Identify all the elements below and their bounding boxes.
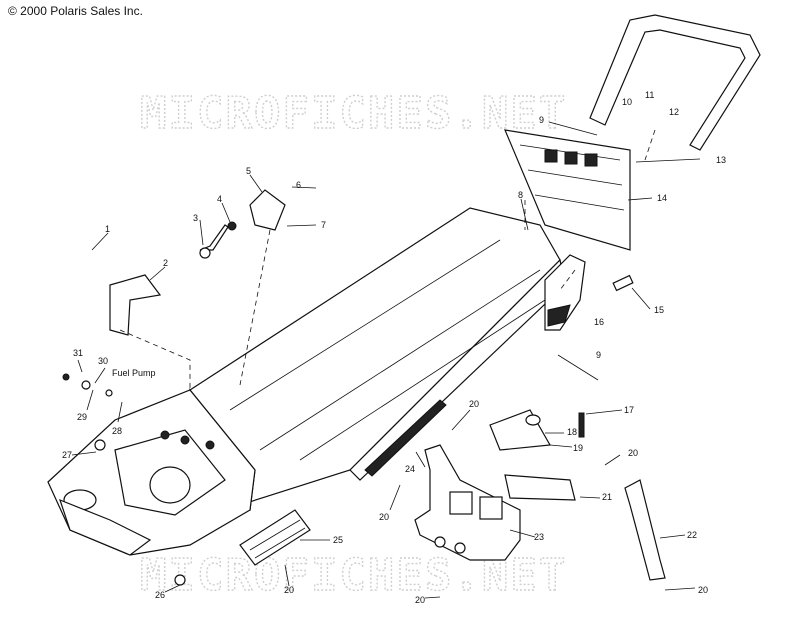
callout-23: 23 [534,532,544,542]
callout-20-c: 20 [698,585,708,595]
callout-20-a: 20 [469,399,479,409]
footrest-panel [414,444,521,561]
callout-11: 11 [645,90,654,100]
callout-7: 7 [321,220,326,230]
front-bulkhead [47,389,256,556]
callout-18: 18 [567,427,577,437]
callout-21: 21 [602,492,612,502]
callout-20-b: 20 [628,448,638,458]
callout-15: 15 [654,305,664,315]
callout-4: 4 [217,194,222,204]
callout-25: 25 [333,535,343,545]
callout-9-lower: 9 [596,350,601,360]
side-cover [624,479,666,581]
callout-2: 2 [163,258,168,268]
rear-grab-handle [544,254,586,331]
callout-20-d: 20 [379,512,389,522]
callout-1: 1 [105,224,110,234]
callout-17: 17 [624,405,634,415]
callout-20-e: 20 [284,585,294,595]
callout-12: 12 [669,107,679,117]
callout-13: 13 [716,155,726,165]
callout-16: 16 [594,317,604,327]
callout-26: 26 [155,590,165,600]
dashed-leaders [119,129,656,392]
callout-8: 8 [518,190,523,200]
callout-19: 19 [573,443,583,453]
callout-30: 30 [98,356,108,366]
callout-22: 22 [687,530,697,540]
callout-28: 28 [112,426,122,436]
callout-leaders [71,121,701,599]
callout-14: 14 [657,193,667,203]
fuel-pump-label: Fuel Pump [112,368,156,378]
callout-10: 10 [622,97,632,107]
floor-plate [239,509,311,566]
callout-5: 5 [246,166,251,176]
snow-flap [504,129,631,251]
running-board [364,399,447,477]
callout-6: 6 [296,180,301,190]
callout-numbers: 1 2 3 4 5 6 7 8 9 10 11 12 13 14 15 16 9… [62,90,726,605]
callout-29: 29 [77,412,87,422]
hardware [62,189,634,586]
callout-3: 3 [193,213,198,223]
callout-20-f: 20 [415,595,425,605]
watermark-top: MICROFICHES.NET [140,88,567,139]
callout-27: 27 [62,450,72,460]
callout-9-upper: 9 [539,115,544,125]
copyright-text: © 2000 Polaris Sales Inc. [8,4,143,18]
callout-24: 24 [405,464,415,474]
rear-bumper [589,14,761,151]
callout-31: 31 [73,348,83,358]
